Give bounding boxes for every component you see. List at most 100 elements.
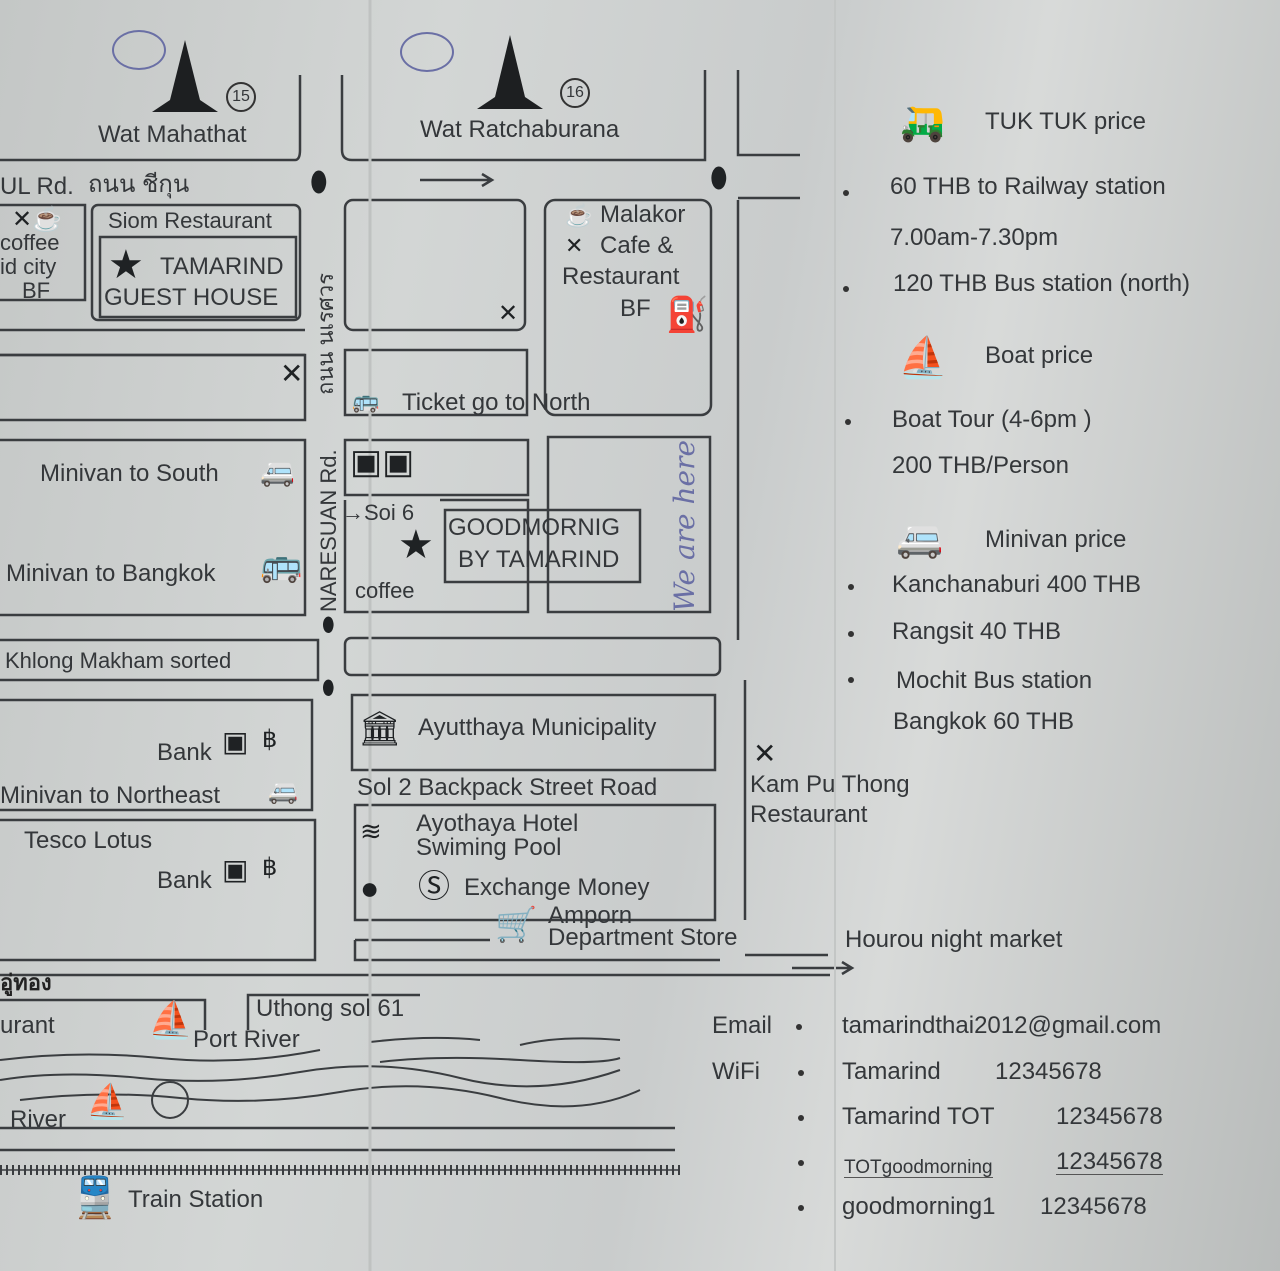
kam-pu-thong-line1: Kam Pu Thong	[750, 771, 910, 798]
gas-station-icon: ⛽	[666, 296, 709, 334]
port-river-label: Port River	[193, 1026, 300, 1053]
khlong-makham-road-label: Khlong Makham sorted	[5, 648, 232, 673]
restaurant-icon: ✕	[498, 300, 519, 327]
landmark-number-16: 16	[560, 78, 590, 108]
coffee-icon: ☕	[565, 203, 593, 228]
tuktuk-line-2: 7.00am-7.30pm	[890, 224, 1059, 251]
sailboat-icon: ⛵	[148, 999, 193, 1040]
swimming-pool-icon: ≋	[360, 816, 382, 846]
kam-pu-thong-line2: Restaurant	[750, 801, 868, 828]
wat-ratchaburana-label: Wat Ratchaburana	[420, 116, 620, 143]
wifi-name-2: Tamarind TOT	[842, 1103, 995, 1130]
sol2-road-label: Sol 2 Backpack Street Road	[357, 774, 658, 801]
boat-line-1: Boat Tour (4-6pm )	[892, 406, 1092, 433]
tamarind-line2: GUEST HOUSE	[104, 284, 279, 311]
minivan-line-4: Bangkok 60 THB	[893, 708, 1074, 735]
we-are-here-handwriting: We are here	[668, 439, 701, 612]
boat-line-2: 200 THB/Person	[892, 452, 1069, 479]
wifi-name-4: goodmorning1	[842, 1193, 996, 1220]
minivan-northeast-label: Minivan to Northeast	[0, 782, 221, 809]
bank-label-1: Bank	[157, 739, 212, 766]
minivan-icon: 🚐	[896, 518, 944, 560]
temple-icon	[152, 40, 218, 112]
traffic-light-icon: ⬮	[322, 614, 335, 636]
minivan-line-3: Mochit Bus station	[896, 667, 1093, 694]
bullet	[848, 677, 854, 683]
traffic-light-icon: ⬮	[322, 677, 335, 699]
landmark-number-15: 15	[226, 82, 256, 112]
email-value: tamarindthai2012@gmail.com	[842, 1012, 1162, 1039]
amporn-line1: Amporn	[548, 902, 633, 929]
wifi-name-1: Tamarind	[842, 1058, 941, 1085]
coffee-left-line1: coffee	[0, 230, 60, 255]
bullet	[843, 286, 849, 292]
tuktuk-line-1: 60 THB to Railway station	[890, 173, 1166, 200]
ticket-icon: 🚌	[352, 388, 380, 413]
coffee-left-line3: BF	[22, 278, 51, 303]
hotel-line2: Swiming Pool	[416, 834, 562, 861]
currency-exchange-icon: Ⓢ	[418, 868, 451, 904]
ul-road-thai-label: ถนน ชีกุน	[88, 171, 190, 198]
bullet	[843, 190, 849, 196]
bullet	[798, 1115, 804, 1121]
atm-icon: ▣▣	[350, 443, 415, 481]
hourou-night-market-label: Hourou night market	[845, 926, 1063, 953]
tesco-lotus-label: Tesco Lotus	[24, 827, 153, 854]
malakor-line3: Restaurant	[562, 263, 680, 290]
atm-icon: ▣	[222, 854, 249, 885]
minivan-bangkok-label: Minivan to Bangkok	[6, 560, 216, 587]
soi6-text: Soi 6	[364, 500, 415, 525]
temple-icon	[477, 35, 543, 109]
restaurant-icon: ✕	[753, 738, 777, 769]
train-station-label: Train Station	[128, 1186, 264, 1213]
star-icon: ★	[108, 243, 144, 287]
restaurant-icon: ✕	[280, 358, 304, 389]
restaurant-bottom-label: urant	[0, 1012, 55, 1039]
soi6-label: →Soi 6	[342, 500, 415, 525]
minivan-line-2: Rangsit 40 THB	[892, 618, 1061, 645]
bullet	[796, 1024, 802, 1030]
municipality-building-icon: 🏛	[358, 710, 402, 748]
handwritten-circle-mark	[112, 30, 166, 70]
wifi-pass-1: 12345678	[995, 1058, 1102, 1085]
river-label: River	[10, 1106, 67, 1133]
wifi-pass-2: 12345678	[1056, 1103, 1163, 1130]
hotel-line1: Ayothaya Hotel	[416, 810, 579, 837]
malakor-line2: Cafe &	[600, 232, 674, 259]
handwritten-circle-mark	[400, 32, 454, 72]
ticket-north-label: Ticket go to North	[402, 389, 591, 416]
amporn-line2: Department Store	[548, 924, 738, 951]
malakor-line4: BF	[620, 295, 651, 322]
wifi-label: WiFi	[712, 1058, 760, 1085]
wifi-pass-3: 12345678	[1056, 1148, 1163, 1175]
bullet	[848, 584, 854, 590]
sailboat-icon: ⛵	[86, 1083, 129, 1121]
exchange-money-label: Exchange Money	[464, 874, 650, 901]
naresuan-thai-label: ถนน นเรศวร	[313, 272, 338, 395]
minivan-south-label: Minivan to South	[40, 460, 219, 487]
shopping-cart-icon: 🛒	[495, 906, 538, 944]
bus-icon: 🚌	[260, 546, 303, 584]
baht-hand-icon: ฿	[262, 726, 278, 753]
bullet	[848, 631, 854, 637]
bullet	[798, 1160, 804, 1166]
goodmorning-line1: GOODMORNIG	[448, 514, 620, 541]
minivan-icon: 🚐	[268, 778, 298, 805]
coffee-left-line2: id city	[0, 254, 57, 279]
train-icon: 🚆	[70, 1176, 120, 1220]
atm-icon: ▣	[222, 726, 249, 757]
minivan-title: Minivan price	[985, 526, 1127, 553]
minivan-line-1: Kanchanaburi 400 THB	[892, 571, 1142, 598]
globe-icon: ●	[360, 870, 380, 906]
wifi-pass-4: 12345678	[1040, 1193, 1147, 1220]
email-label: Email	[712, 1012, 773, 1039]
siam-restaurant-label: Siom Restaurant	[108, 208, 272, 233]
uthong-thai-label: อู่ทอง	[0, 970, 52, 995]
bullet	[798, 1205, 804, 1211]
goodmorning-line2: BY TAMARIND	[458, 546, 620, 573]
star-icon: ★	[398, 523, 434, 567]
malakor-line1: Malakor	[600, 201, 686, 228]
restaurant-icon: ✕	[565, 233, 584, 258]
tamarind-line1: TAMARIND	[160, 253, 284, 280]
